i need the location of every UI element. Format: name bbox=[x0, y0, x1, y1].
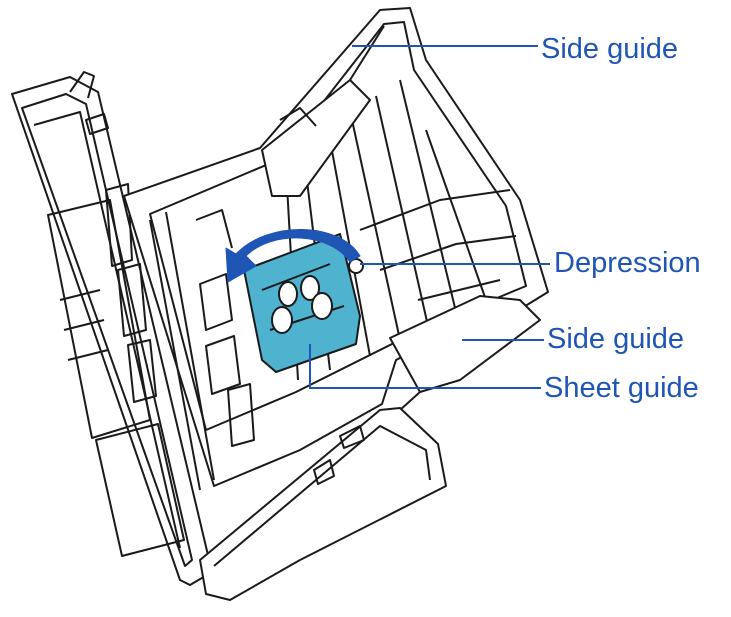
front-cover bbox=[11, 71, 213, 586]
sheet-guide-part bbox=[243, 233, 364, 373]
label-depression: Depression bbox=[554, 247, 701, 279]
leader-lines bbox=[309, 45, 550, 389]
leader-line-sheet-guide bbox=[309, 344, 541, 389]
label-sheet-guide: Sheet guide bbox=[544, 372, 699, 404]
label-side-guide-top: Side guide bbox=[541, 33, 679, 65]
label-side-guide-bottom: Side guide bbox=[547, 323, 685, 355]
curved-arrow-left-icon bbox=[225, 229, 361, 283]
